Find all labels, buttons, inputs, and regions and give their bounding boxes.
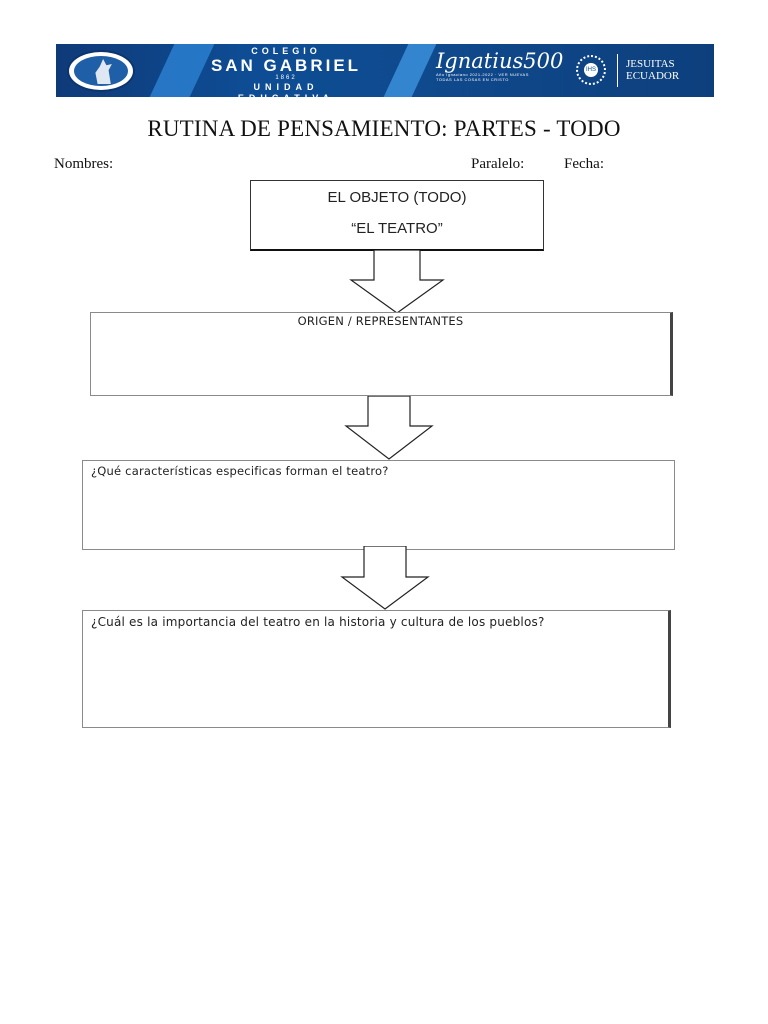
- divider: [617, 54, 618, 87]
- jesuit-emblem-text: IHS: [584, 63, 598, 77]
- banner-stripe: [383, 44, 437, 97]
- origen-box[interactable]: ORIGEN / REPRESENTANTES: [90, 312, 673, 396]
- objeto-box: EL OBJETO (TODO) “EL TEATRO”: [250, 180, 544, 251]
- school-name: COLEGIO SAN GABRIEL 1862 UNIDAD EDUCATIV…: [206, 46, 366, 97]
- banner-stripe: [149, 44, 215, 97]
- fecha-label: Fecha:: [564, 156, 604, 172]
- down-arrow-icon: [344, 396, 434, 460]
- jesuitas-ecuador: JESUITAS ECUADOR: [626, 58, 679, 82]
- school-line1: COLEGIO: [251, 46, 321, 56]
- origen-label: ORIGEN / REPRESENTANTES: [297, 314, 464, 328]
- header-banner: COLEGIO SAN GABRIEL 1862 UNIDAD EDUCATIV…: [56, 44, 714, 97]
- jesuit-emblem-icon: IHS: [576, 55, 606, 85]
- school-line3: 1862: [275, 75, 297, 81]
- importancia-box[interactable]: ¿Cuál es la importancia del teatro en la…: [82, 610, 671, 728]
- school-line4: UNIDAD EDUCATIVA: [238, 82, 329, 97]
- objeto-subject: “EL TEATRO”: [351, 220, 443, 237]
- ignatius-tagline: Año Ignaciano 2021-2022 · VER NUEVAS TOD…: [436, 72, 529, 82]
- jesuitas-line2: ECUADOR: [626, 70, 680, 82]
- ignatius-logo-text: Ignatius500: [436, 49, 564, 73]
- page-title: RUTINA DE PENSAMIENTO: PARTES - TODO: [147, 116, 621, 141]
- caracteristicas-box[interactable]: ¿Qué características especificas forman …: [82, 460, 675, 550]
- down-arrow-icon: [349, 250, 445, 314]
- school-logo: [67, 50, 135, 92]
- paralelo-label: Paralelo:: [471, 156, 525, 172]
- jesuitas-line1: JESUITAS: [626, 58, 675, 70]
- objeto-title: EL OBJETO (TODO): [327, 189, 467, 206]
- ignatius-logo: Ignatius500 Año Ignaciano 2021-2022 · VE…: [436, 49, 564, 82]
- down-arrow-icon: [340, 546, 430, 610]
- caracteristicas-label: ¿Qué características especificas forman …: [91, 464, 389, 478]
- nombres-label: Nombres:: [54, 156, 114, 172]
- school-line2: SAN GABRIEL: [210, 56, 362, 75]
- importancia-label: ¿Cuál es la importancia del teatro en la…: [91, 615, 545, 629]
